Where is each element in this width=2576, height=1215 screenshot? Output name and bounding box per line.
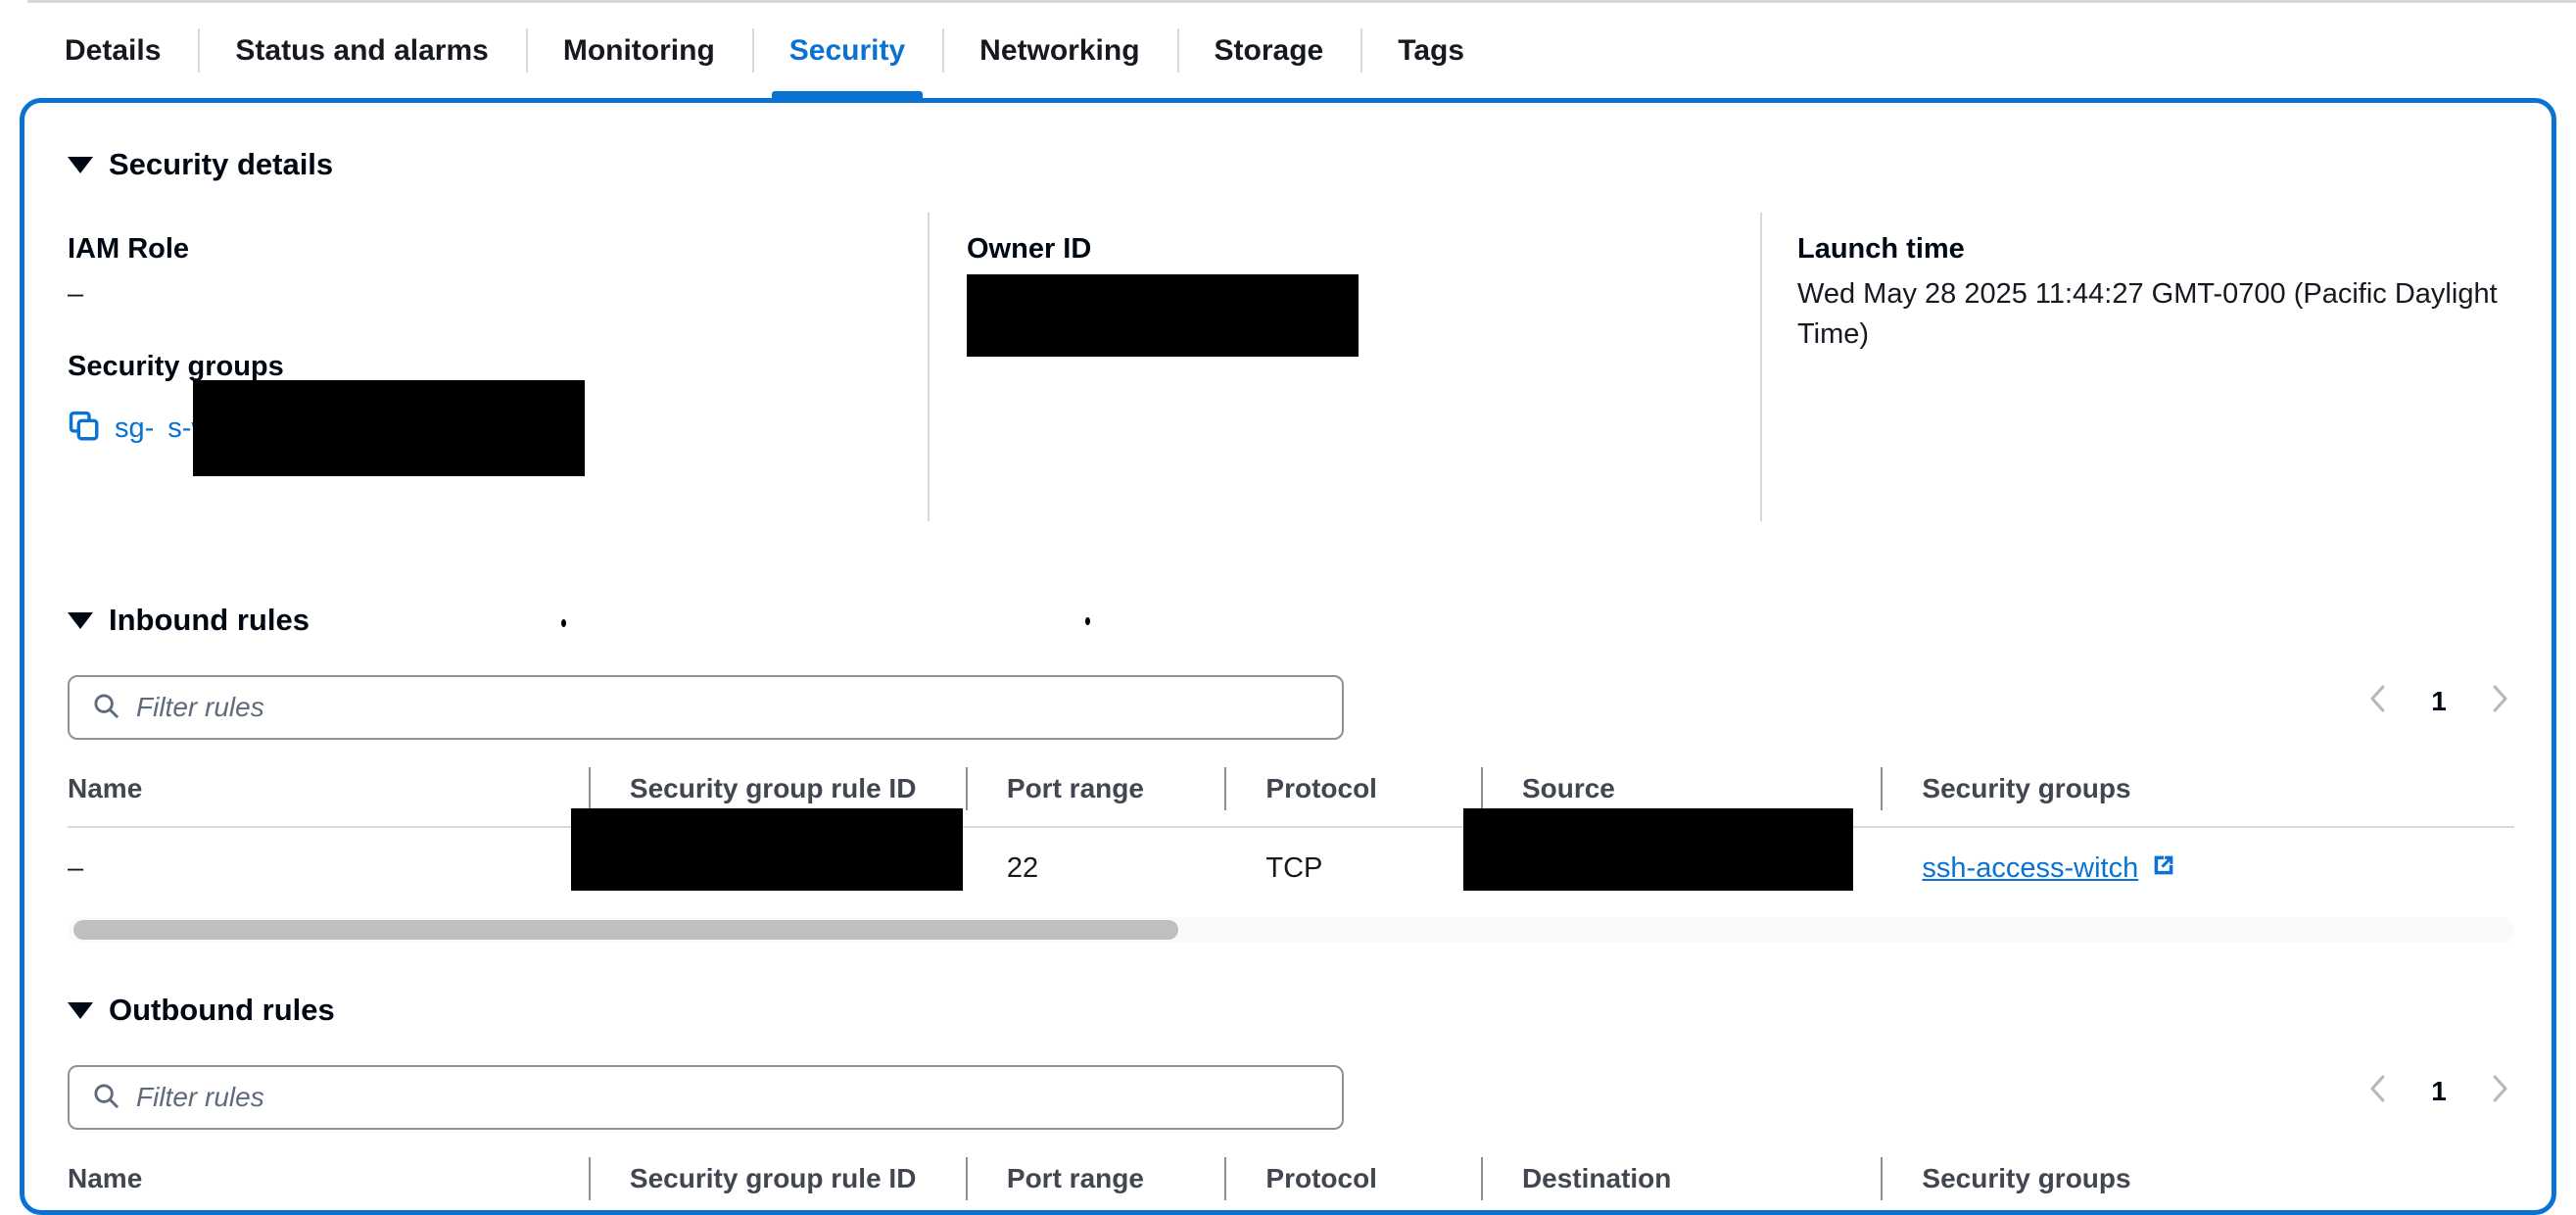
page-number-1[interactable]: 1 — [2431, 1075, 2447, 1106]
tab-label: Monitoring — [562, 33, 715, 67]
tab-label: Details — [65, 33, 162, 67]
chevron-down-icon[interactable] — [68, 611, 93, 629]
table-header-row: Name Security group rule ID Port range P… — [68, 765, 2514, 828]
redaction-block-rule-id — [570, 808, 963, 891]
tab-label: Tags — [1398, 33, 1465, 67]
chevron-down-icon[interactable] — [68, 1001, 93, 1019]
details-column-left: IAM Role – Security groups sg- s-witch) — [68, 230, 900, 477]
outbound-filter-input[interactable]: Filter rules — [68, 1065, 1344, 1130]
scrollbar-thumb[interactable] — [73, 920, 1178, 940]
tab-tags[interactable]: Tags — [1360, 3, 1502, 98]
copy-icon[interactable] — [68, 410, 101, 448]
iam-role-value: – — [68, 278, 84, 311]
tab-label: Security — [788, 33, 906, 67]
security-details-section-header[interactable]: Security details — [68, 147, 333, 182]
tab-label: Networking — [979, 33, 1140, 67]
owner-id-label: Owner ID — [967, 233, 1092, 265]
security-group-link-prefix[interactable]: sg- — [115, 412, 155, 444]
column-header-security-group-rule-id[interactable]: Security group rule ID — [588, 1155, 966, 1210]
outbound-filter-row: Filter rules 1 — [68, 1065, 2514, 1130]
cell-port-range: 22 — [1006, 852, 1039, 884]
external-link-icon — [2150, 851, 2177, 887]
redaction-block-owner-id — [967, 274, 1359, 358]
search-icon — [91, 691, 120, 725]
outbound-rules-section: Outbound rules Filter rules 1 — [68, 993, 2514, 1210]
tab-details[interactable]: Details — [27, 3, 198, 98]
column-header-protocol[interactable]: Protocol — [1224, 1155, 1481, 1210]
inbound-filter-placeholder: Filter rules — [136, 692, 264, 722]
outbound-filter-placeholder: Filter rules — [136, 1082, 264, 1112]
tab-storage[interactable]: Storage — [1176, 3, 1361, 98]
column-header-name[interactable]: Name — [68, 765, 589, 828]
column-header-security-groups[interactable]: Security groups — [1881, 765, 2514, 828]
security-groups-label: Security groups — [68, 351, 284, 382]
inbound-rules-table: Name Security group rule ID Port range P… — [68, 765, 2514, 909]
launch-time-label: Launch time — [1797, 233, 1965, 265]
cell-security-groups: ssh-access-witch — [1881, 827, 2514, 909]
tab-status-and-alarms[interactable]: Status and alarms — [198, 3, 525, 98]
column-header-protocol[interactable]: Protocol — [1224, 765, 1481, 828]
column-header-name[interactable]: Name — [68, 1155, 589, 1210]
security-tab-panel: Security details IAM Role – Security gro… — [20, 98, 2556, 1215]
column-header-destination[interactable]: Destination — [1480, 1155, 1882, 1210]
section-title: Outbound rules — [109, 993, 335, 1027]
tab-security[interactable]: Security — [751, 3, 942, 98]
tab-monitoring[interactable]: Monitoring — [525, 3, 752, 98]
column-header-port-range[interactable]: Port range — [965, 1155, 1225, 1210]
inbound-filter-row: Filter rules 1 — [68, 675, 2514, 740]
inbound-pagination: 1 — [2363, 681, 2514, 721]
outbound-rules-section-header[interactable]: Outbound rules — [68, 993, 2514, 1028]
section-title: Inbound rules — [109, 603, 310, 637]
table-row[interactable]: – 22 TCP ssh-access-witch — [68, 808, 2514, 909]
security-groups-field: Security groups sg- s-witch) — [68, 348, 900, 477]
inbound-rules-section: Inbound rules Filter rules 1 — [68, 603, 2514, 943]
column-header-security-groups[interactable]: Security groups — [1881, 1155, 2514, 1210]
security-details-grid: IAM Role – Security groups sg- s-witch) — [68, 212, 2516, 625]
security-group-link-label: ssh-access-witch — [1922, 852, 2139, 884]
cell-source — [1462, 808, 1881, 909]
cell-security-group-rule-id — [570, 808, 966, 909]
details-column-middle: Owner ID — [928, 212, 1760, 522]
tab-label: Status and alarms — [235, 33, 489, 67]
outbound-pagination: 1 — [2363, 1071, 2514, 1111]
previous-page-icon[interactable] — [2363, 681, 2393, 721]
table-header-row: Name Security group rule ID Port range P… — [68, 1155, 2514, 1210]
outbound-rules-table: Name Security group rule ID Port range P… — [68, 1155, 2514, 1210]
redaction-block-security-group-id — [193, 380, 585, 477]
artifact-dot — [561, 619, 566, 627]
security-group-link-row[interactable]: sg- s-witch) — [68, 380, 900, 477]
section-title: Security details — [109, 147, 334, 181]
search-icon — [91, 1081, 120, 1115]
redaction-block-source — [1462, 808, 1853, 891]
tab-networking[interactable]: Networking — [942, 3, 1176, 98]
tab-bar: Details Status and alarms Monitoring Sec… — [27, 0, 2576, 98]
inbound-rules-section-header[interactable]: Inbound rules — [68, 603, 2514, 638]
previous-page-icon[interactable] — [2363, 1071, 2393, 1111]
artifact-dot — [1085, 617, 1090, 625]
security-group-external-link[interactable]: ssh-access-witch — [1922, 851, 2177, 887]
next-page-icon[interactable] — [2485, 681, 2514, 721]
next-page-icon[interactable] — [2485, 1071, 2514, 1111]
details-column-right: Launch time Wed May 28 2025 11:44:27 GMT… — [1760, 212, 2534, 522]
inbound-filter-input[interactable]: Filter rules — [68, 675, 1344, 740]
iam-role-label: IAM Role — [68, 233, 190, 265]
launch-time-value: Wed May 28 2025 11:44:27 GMT-0700 (Pacif… — [1797, 278, 2498, 350]
inbound-table-horizontal-scrollbar[interactable] — [68, 917, 2514, 943]
column-header-port-range[interactable]: Port range — [965, 765, 1225, 828]
tab-label: Storage — [1214, 33, 1324, 67]
cell-protocol: TCP — [1265, 852, 1323, 884]
chevron-down-icon[interactable] — [68, 156, 93, 173]
cell-name: – — [68, 852, 84, 884]
page-number-1[interactable]: 1 — [2431, 685, 2447, 716]
